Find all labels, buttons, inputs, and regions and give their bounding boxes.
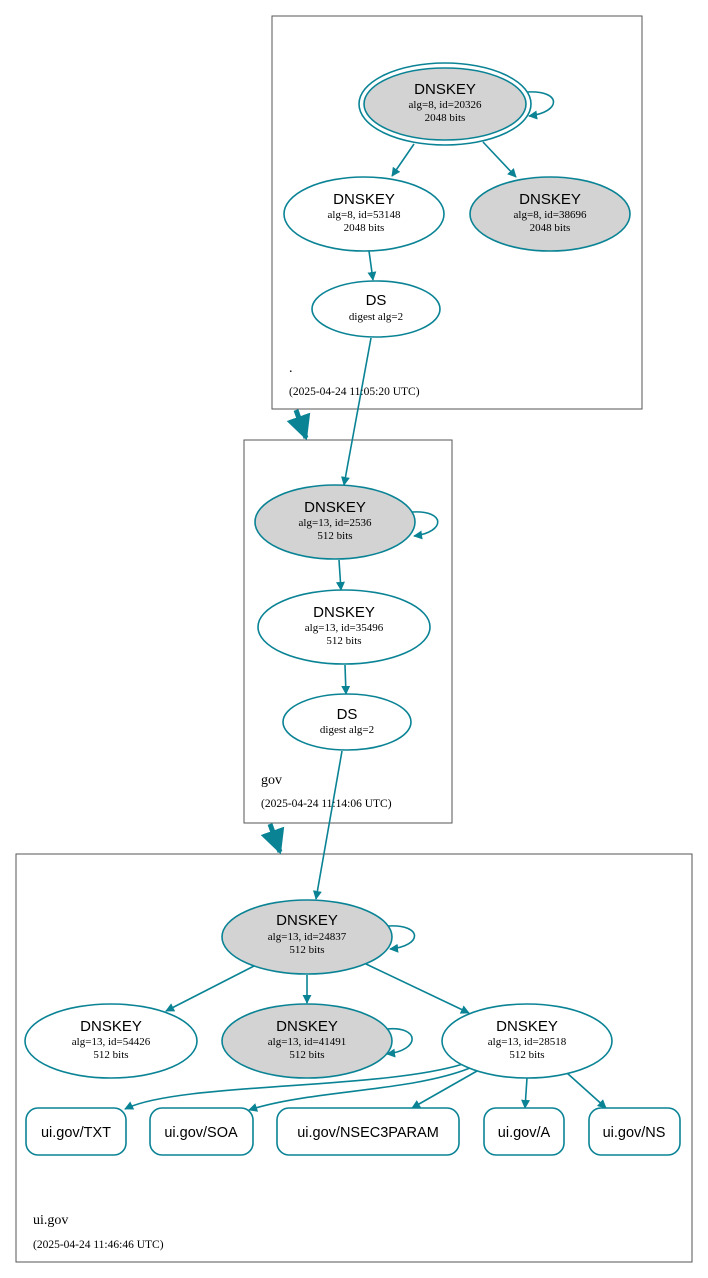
record-a-label: ui.gov/A bbox=[498, 1125, 551, 1141]
edge-ui-zsk-txt bbox=[124, 1063, 464, 1110]
zone-gov-name: gov bbox=[261, 773, 282, 788]
node-root-zsk-line2: 2048 bits bbox=[344, 222, 385, 234]
node-gov-ds-line1: digest alg=2 bbox=[320, 724, 374, 736]
edge-gov-zsk-ds bbox=[341, 664, 351, 695]
node-ui-key-41491-line2: 512 bits bbox=[289, 1049, 324, 1061]
record-txt[interactable]: ui.gov/TXT bbox=[25, 1107, 127, 1156]
node-root-ds[interactable]: DS digest alg=2 bbox=[311, 280, 441, 338]
node-root-key3-type: DNSKEY bbox=[519, 191, 581, 208]
node-root-zsk-line1: alg=8, id=53148 bbox=[328, 209, 401, 221]
zone-root-timestamp: (2025-04-24 11:05:20 UTC) bbox=[289, 386, 420, 398]
zone-ui-gov-name: ui.gov bbox=[33, 1213, 68, 1228]
node-ui-key-54426[interactable]: DNSKEY alg=13, id=54426 512 bits bbox=[24, 1003, 198, 1079]
node-ui-ksk-line1: alg=13, id=24837 bbox=[268, 931, 347, 943]
edge-ui-zsk-a bbox=[521, 1077, 531, 1109]
node-ui-key-41491[interactable]: DNSKEY alg=13, id=41491 512 bits bbox=[221, 1003, 393, 1079]
record-txt-label: ui.gov/TXT bbox=[41, 1125, 111, 1141]
node-ui-ksk-type: DNSKEY bbox=[276, 912, 338, 929]
edge-self-root-ksk bbox=[526, 91, 555, 120]
edge-root-ksk-key3 bbox=[482, 141, 517, 178]
node-root-zsk[interactable]: DNSKEY alg=8, id=53148 2048 bits bbox=[283, 176, 445, 252]
record-ns[interactable]: ui.gov/NS bbox=[588, 1107, 681, 1156]
node-root-ksk-line2: 2048 bits bbox=[425, 112, 466, 124]
node-root-ksk[interactable]: DNSKEY alg=8, id=20326 2048 bits bbox=[358, 62, 532, 146]
edge-ui-ksk-54426 bbox=[165, 965, 255, 1012]
record-nsec3param-label: ui.gov/NSEC3PARAM bbox=[297, 1125, 439, 1141]
zone-gov-box bbox=[243, 439, 453, 824]
record-a[interactable]: ui.gov/A bbox=[483, 1107, 565, 1156]
edge-ui-zsk-nsec3param bbox=[411, 1070, 478, 1109]
node-root-ksk-type: DNSKEY bbox=[414, 81, 476, 98]
delegation-arrow-gov-ui bbox=[260, 823, 285, 855]
edge-ui-zsk-ns bbox=[566, 1072, 607, 1109]
zone-ui-gov-box bbox=[15, 853, 693, 1263]
zone-root-name: . bbox=[289, 361, 293, 376]
node-ui-key-41491-line1: alg=13, id=41491 bbox=[268, 1036, 346, 1048]
node-gov-ds-type: DS bbox=[337, 706, 358, 723]
delegation-arrow-root-gov bbox=[286, 409, 311, 441]
node-ui-ksk-line2: 512 bits bbox=[289, 944, 324, 956]
node-ui-zsk-type: DNSKEY bbox=[496, 1018, 558, 1035]
node-ui-zsk-line2: 512 bits bbox=[509, 1049, 544, 1061]
zone-root-box bbox=[271, 15, 643, 410]
node-ui-key-54426-line2: 512 bits bbox=[93, 1049, 128, 1061]
node-root-key3-line2: 2048 bits bbox=[530, 222, 571, 234]
node-gov-ksk-line2: 512 bits bbox=[317, 530, 352, 542]
node-gov-zsk-line1: alg=13, id=35496 bbox=[305, 622, 384, 634]
node-gov-zsk-line2: 512 bits bbox=[326, 635, 361, 647]
record-soa-label: ui.gov/SOA bbox=[164, 1125, 238, 1141]
node-root-ksk-line1: alg=8, id=20326 bbox=[409, 99, 482, 111]
node-gov-ds[interactable]: DS digest alg=2 bbox=[282, 693, 412, 751]
zone-gov-timestamp: (2025-04-24 11:14:06 UTC) bbox=[261, 798, 392, 810]
edge-root-ksk-zsk bbox=[391, 143, 415, 177]
edge-root-zsk-ds bbox=[367, 250, 377, 281]
edge-root-ds-gov-ksk bbox=[341, 337, 372, 486]
edge-self-ui-41491 bbox=[386, 1028, 413, 1058]
node-root-zsk-type: DNSKEY bbox=[333, 191, 395, 208]
zone-ui-gov-timestamp: (2025-04-24 11:46:46 UTC) bbox=[33, 1239, 164, 1251]
node-gov-ksk[interactable]: DNSKEY alg=13, id=2536 512 bits bbox=[254, 484, 416, 560]
edge-gov-ksk-zsk bbox=[335, 559, 345, 591]
edge-ui-ksk-28518 bbox=[365, 963, 470, 1014]
edge-self-gov-ksk bbox=[411, 511, 439, 540]
node-root-ds-line1: digest alg=2 bbox=[349, 311, 403, 323]
node-ui-key-41491-type: DNSKEY bbox=[276, 1018, 338, 1035]
edge-ui-zsk-soa bbox=[248, 1067, 471, 1112]
node-ui-zsk[interactable]: DNSKEY alg=13, id=28518 512 bits bbox=[441, 1003, 613, 1079]
record-soa[interactable]: ui.gov/SOA bbox=[149, 1107, 254, 1156]
node-ui-ksk[interactable]: DNSKEY alg=13, id=24837 512 bits bbox=[221, 899, 393, 975]
node-ui-key-54426-line1: alg=13, id=54426 bbox=[72, 1036, 151, 1048]
node-ui-key-54426-type: DNSKEY bbox=[80, 1018, 142, 1035]
node-root-key3[interactable]: DNSKEY alg=8, id=38696 2048 bits bbox=[469, 176, 631, 252]
node-gov-ksk-type: DNSKEY bbox=[304, 499, 366, 516]
edge-self-ui-ksk bbox=[387, 925, 416, 953]
node-gov-zsk[interactable]: DNSKEY alg=13, id=35496 512 bits bbox=[257, 589, 431, 665]
node-root-ds-type: DS bbox=[366, 292, 387, 309]
record-nsec3param[interactable]: ui.gov/NSEC3PARAM bbox=[276, 1107, 460, 1156]
node-ui-zsk-line1: alg=13, id=28518 bbox=[488, 1036, 567, 1048]
node-gov-ksk-line1: alg=13, id=2536 bbox=[299, 517, 372, 529]
edge-gov-ds-ui-ksk bbox=[312, 750, 343, 900]
record-ns-label: ui.gov/NS bbox=[603, 1125, 666, 1141]
node-gov-zsk-type: DNSKEY bbox=[313, 604, 375, 621]
node-root-key3-line1: alg=8, id=38696 bbox=[514, 209, 587, 221]
